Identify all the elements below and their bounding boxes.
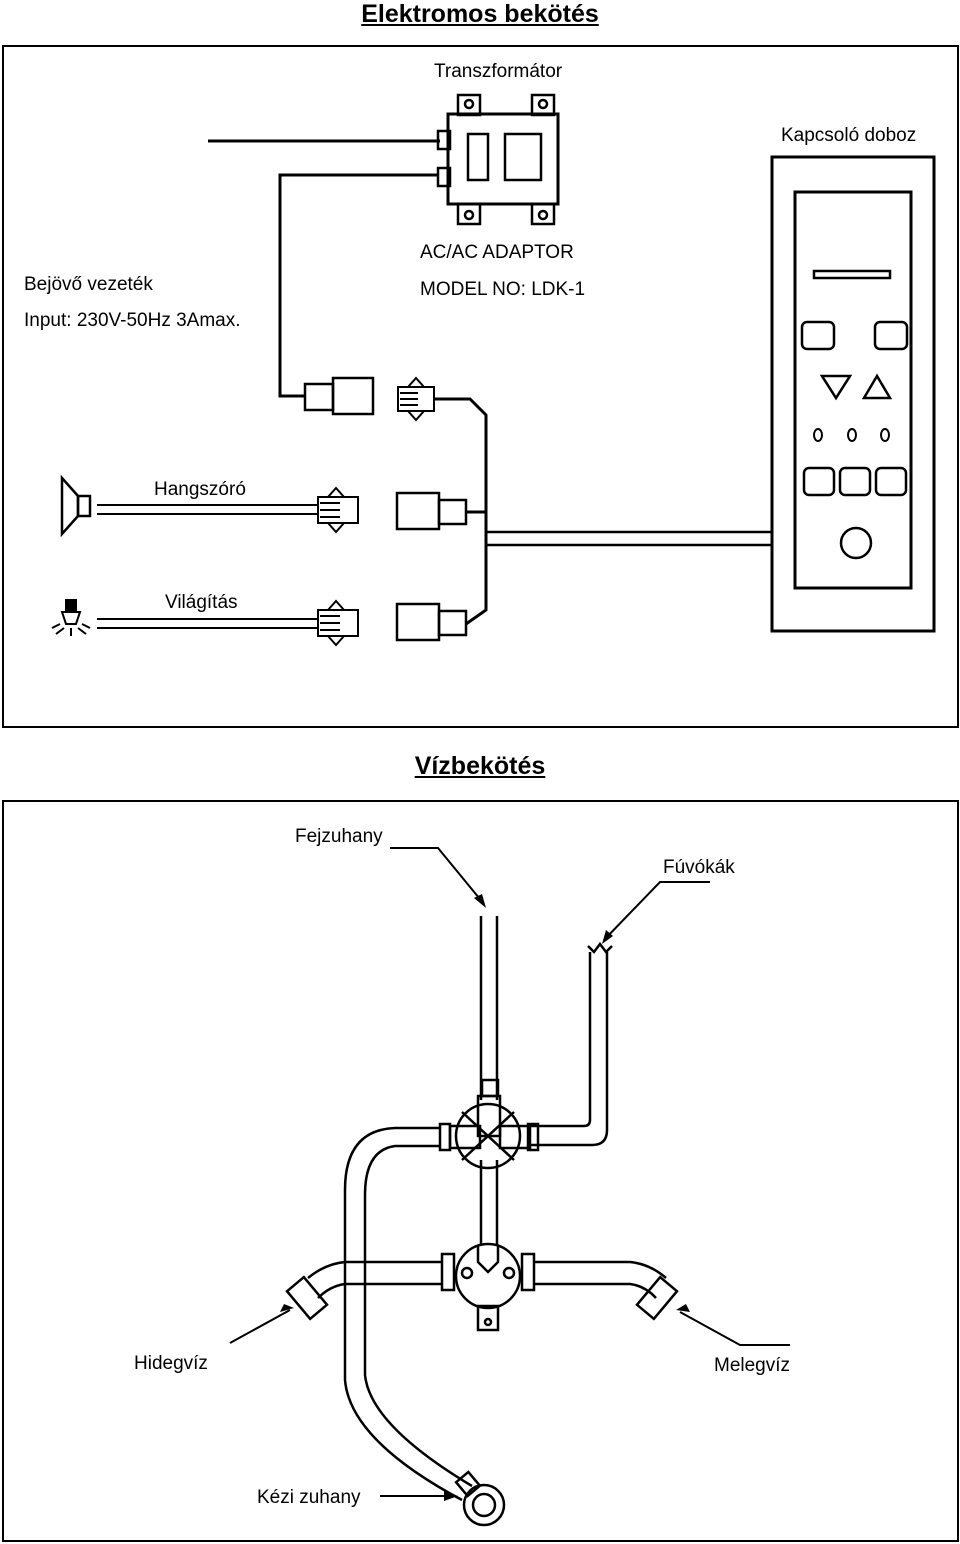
speaker-plug [395, 491, 468, 531]
incoming-wire-label: Bejövő vezeték [24, 274, 153, 295]
light-socket [317, 599, 359, 647]
speaker-label: Hangszóró [154, 479, 246, 500]
hand-shower-head [462, 1483, 506, 1527]
hot-water-fitting [635, 1275, 679, 1321]
head-shower-label: Fejzuhany [295, 826, 383, 847]
transformer [436, 93, 560, 226]
jets-leader [603, 881, 710, 941]
diverter-valve [454, 1102, 522, 1170]
adaptor-plug [303, 376, 375, 416]
control-wire [434, 397, 488, 626]
electrical-section-title: Elektromos bekötés [361, 0, 599, 28]
jets-pipe [530, 952, 592, 1128]
water-section-title: Vízbekötés [414, 752, 546, 780]
water-frame [2, 800, 959, 1542]
light-icon [51, 599, 91, 636]
hand-shower-label: Kézi zuhany [257, 1487, 361, 1508]
hot-water-arm [534, 1260, 667, 1279]
electrical-frame [2, 45, 959, 728]
light-plug [395, 602, 468, 642]
mixing-valve [454, 1242, 522, 1310]
speaker-socket [317, 486, 359, 534]
adaptor-label-line1: AC/AC ADAPTOR [420, 242, 574, 263]
switch-box [770, 155, 936, 633]
electrical-diagram: Transzformátor Kapcsoló doboz AC/AC ADAP… [2, 45, 959, 728]
cold-water-fitting [285, 1275, 329, 1321]
jets-label: Fúvókák [663, 857, 735, 878]
input-rating-label: Input: 230V-50Hz 3Amax. [24, 310, 241, 331]
hand-shower-hose [343, 1126, 463, 1502]
cold-water-arm [307, 1260, 442, 1279]
transformer-output-wire [278, 173, 438, 398]
cold-water-leader [229, 1309, 291, 1344]
hot-water-leader [679, 1311, 790, 1346]
hot-water-label: Melegvíz [714, 1355, 790, 1376]
cold-water-label: Hidegvíz [134, 1353, 208, 1374]
light-label: Világítás [165, 592, 238, 613]
head-shower-leader [390, 847, 485, 905]
speaker-icon [60, 474, 92, 538]
transformer-label: Transzformátor [434, 61, 563, 82]
switchbox-label: Kapcsoló doboz [781, 125, 916, 146]
adaptor-label-line2: MODEL NO: LDK-1 [420, 279, 585, 300]
